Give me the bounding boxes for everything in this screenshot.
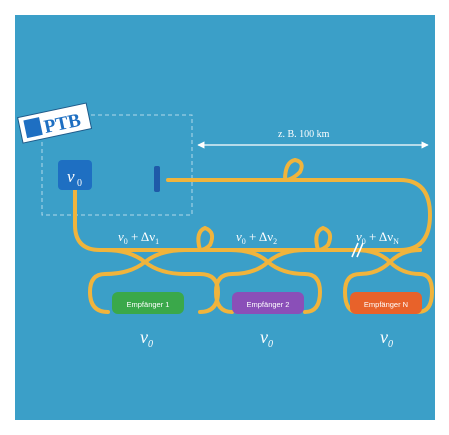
- distance-label: z. B. 100 km: [278, 129, 330, 140]
- mirror-icon: [154, 166, 160, 192]
- fiber-break-icon: [351, 242, 364, 258]
- tap-label-1: ν0 + Δν1: [118, 229, 159, 246]
- fiber-drop-2a: [228, 248, 323, 314]
- receiver-1-label: Empfänger 1: [127, 300, 170, 309]
- fiber-drop-nb: [342, 248, 422, 314]
- tap-labels: ν0 + Δν1 ν0 + Δν2 ν0 + ΔνN: [118, 229, 399, 246]
- receiver-1-freq: ν0: [140, 327, 153, 350]
- receiver-2: Empfänger 2: [232, 292, 304, 314]
- source-freq-sub: 0: [77, 178, 82, 189]
- fiber-coil-1: [196, 225, 215, 252]
- receiver-outputs: ν0 ν0 ν0: [140, 327, 393, 350]
- fiber-coil-top: [283, 157, 304, 182]
- fiber-return-loop: [166, 178, 433, 252]
- diagram-background: [15, 15, 435, 420]
- ptb-logo: PTB: [17, 102, 93, 144]
- laser-source-icon: [58, 160, 92, 190]
- fiber-coil-2: [314, 225, 333, 252]
- tap-label-2: ν0 + Δν2: [236, 229, 277, 246]
- receiver-n-label: Empfänger N: [364, 300, 408, 309]
- receiver-2-label: Empfänger 2: [247, 300, 290, 309]
- receiver-2-freq: ν0: [260, 327, 273, 350]
- fiber-drop-na: [353, 248, 435, 314]
- tap-label-n: ν0 + ΔνN: [356, 229, 399, 246]
- receiver-1: Empfänger 1: [112, 292, 184, 314]
- fiber-network: [73, 157, 435, 314]
- laser-source: ν 0: [58, 160, 92, 190]
- fiber-drop-1b: [87, 248, 187, 314]
- fiber-drop-2b: [213, 248, 307, 314]
- receiver-n-freq: ν0: [380, 327, 393, 350]
- source-freq-main: ν: [67, 167, 75, 186]
- receiver-n: Empfänger N: [350, 292, 422, 314]
- fiber-source-link: [73, 186, 122, 252]
- lab-boundary-box: [41, 114, 193, 216]
